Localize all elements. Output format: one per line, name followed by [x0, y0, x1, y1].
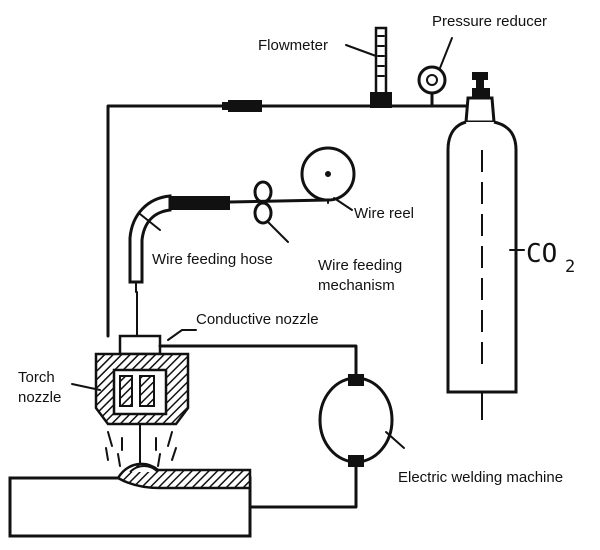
- wire-feeding-mechanism: [228, 180, 330, 243]
- pressure-reducer: [417, 37, 453, 108]
- wire-reel-label: Wire reel: [354, 205, 414, 222]
- torch-nozzle-label-1: Torch: [18, 369, 55, 386]
- electric-welding-machine-label: Electric welding machine: [398, 469, 563, 486]
- workpiece: [8, 462, 252, 538]
- flowmeter-leader: [345, 44, 377, 57]
- electric-welding-machine: [158, 344, 405, 509]
- wire-feeding-mechanism-label-2: mechanism: [318, 277, 395, 294]
- wire-feeding-hose: [128, 194, 230, 293]
- wire-feeding-mechanism-label-1: Wire feeding: [318, 257, 402, 274]
- pressure-reducer-label: Pressure reducer: [432, 13, 547, 30]
- gas-shield-rays: [105, 423, 177, 467]
- flowmeter-label: Flowmeter: [258, 37, 328, 54]
- wire-reel-leader: [333, 197, 353, 211]
- gas-hose: [106, 100, 482, 338]
- flowmeter: [345, 26, 392, 108]
- co2-subscript: 2: [565, 257, 575, 277]
- welding-torch: [71, 291, 197, 426]
- conductive-nozzle-label: Conductive nozzle: [196, 311, 319, 328]
- co2-label: CO: [526, 239, 557, 269]
- co2-cylinder: [446, 72, 525, 420]
- wire-feeding-hose-label: Wire feeding hose: [152, 251, 273, 268]
- torch-nozzle-label-2: nozzle: [18, 389, 61, 406]
